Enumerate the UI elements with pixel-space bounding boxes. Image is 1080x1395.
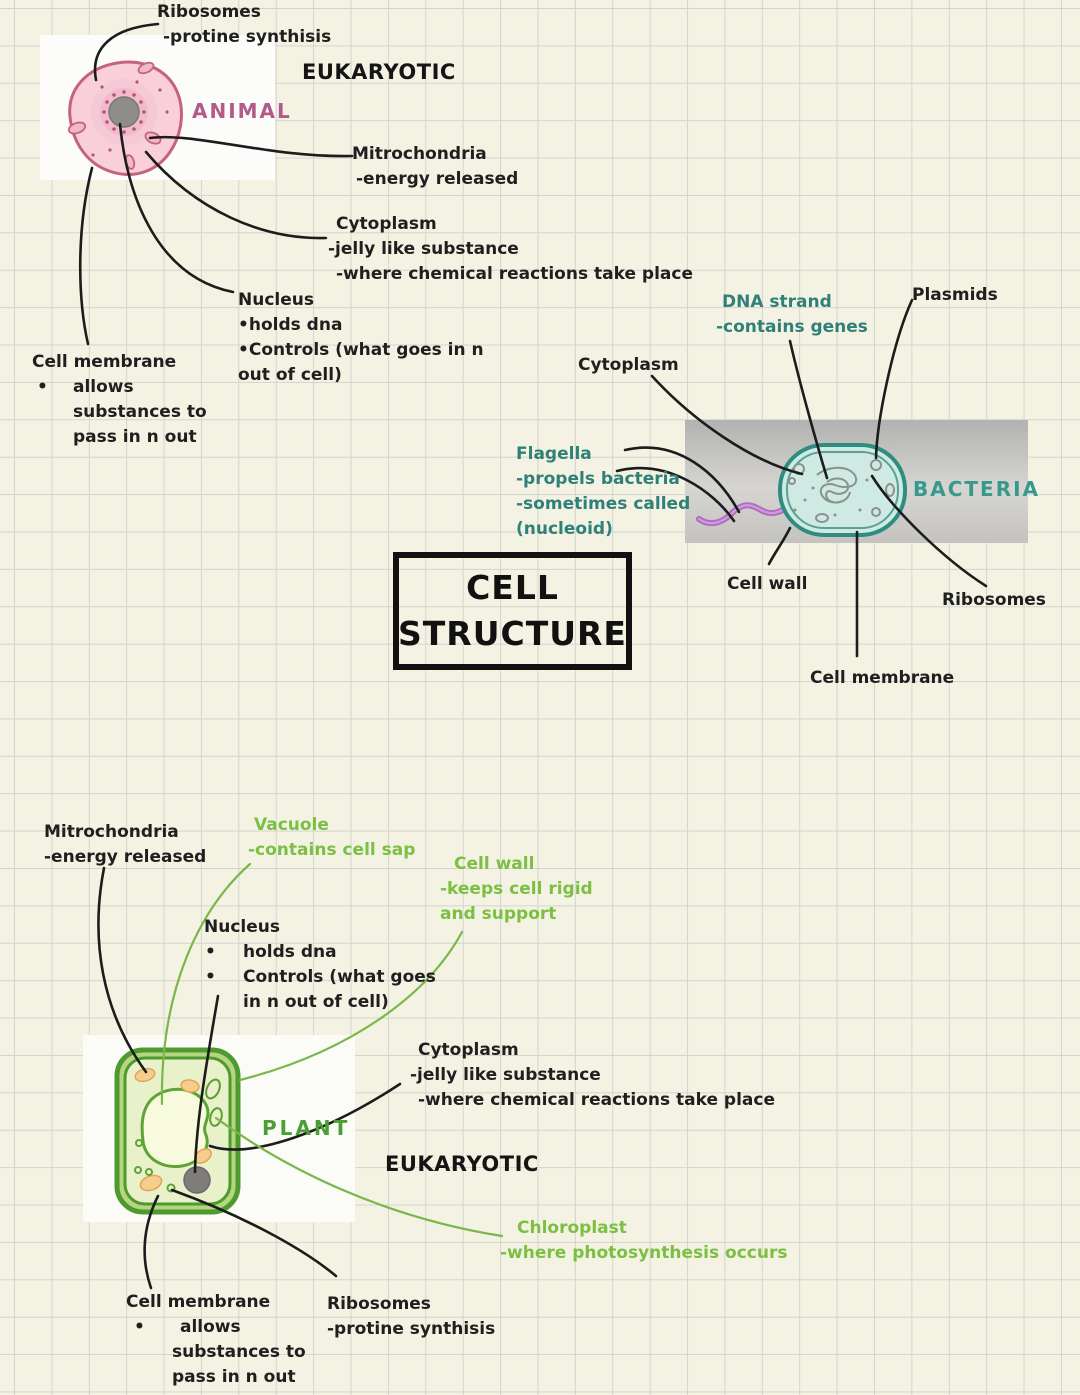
plant-caption: PLANT: [262, 1116, 351, 1140]
label-plant-chloroplast: Chloroplast -where photosynthesis occurs: [500, 1218, 788, 1263]
label-plant-cell-wall: Cell wall -keeps cell rigid and support: [440, 854, 593, 924]
label-bacteria-dna-strand: DNA strand -contains genes: [716, 292, 868, 337]
label-plant-vacuole: Vacuole -contains cell sap: [248, 815, 416, 860]
flagella-tail-highlight: [697, 501, 793, 525]
bacteria-dots: [793, 478, 869, 517]
label-animal-cell-membrane: Cell membrane • allows substances to pas…: [32, 352, 207, 447]
title-box: CELL STRUCTURE: [393, 552, 632, 670]
label-animal-ribosomes: Ribosomes -protine synthisis: [157, 2, 332, 47]
title-line-1: CELL: [466, 568, 559, 607]
label-bacteria-ribosomes: Ribosomes: [942, 590, 1046, 610]
label-bacteria-cytoplasm: Cytoplasm: [578, 355, 679, 375]
label-animal-nucleus: Nucleus •holds dna •Controls (what goes …: [238, 290, 484, 385]
label-plant-mitochondria: Mitrochondria -energy released: [44, 822, 207, 867]
bullet: •: [134, 1317, 145, 1337]
label-animal-cytoplasm: Cytoplasm -jelly like substance -where c…: [328, 214, 693, 284]
label-plant-ribosomes: Ribosomes -protine synthisis: [327, 1294, 496, 1339]
label-bacteria-flagella: Flagella -propels bacteria -sometimes ca…: [516, 444, 691, 539]
plant-nucleus: [183, 1166, 211, 1194]
animal-eukaryotic-heading: EUKARYOTIC: [302, 60, 456, 84]
animal-caption: ANIMAL: [192, 99, 292, 123]
label-bacteria-plasmids: Plasmids: [912, 285, 998, 305]
bullet: •: [37, 377, 48, 397]
label-animal-mitochondria: Mitrochondria -energy released: [352, 144, 519, 189]
label-plant-nucleus: Nucleus • holds dna • Controls (what goe…: [204, 917, 436, 1012]
label-plant-cytoplasm: Cytoplasm -jelly like substance -where c…: [410, 1040, 775, 1110]
plant-eukaryotic-heading: EUKARYOTIC: [385, 1152, 539, 1176]
line-animal-cell-membrane: [78, 166, 94, 346]
cytoplasm-dots: [91, 80, 169, 157]
label-bacteria-cell-wall: Cell wall: [727, 574, 808, 594]
label-bacteria-cell-membrane: Cell membrane: [810, 668, 955, 688]
bacteria-caption: BACTERIA: [913, 477, 1041, 501]
dna-strand-squiggle: [816, 466, 858, 504]
animal-nucleus: [108, 96, 140, 128]
bullet: •: [205, 967, 216, 987]
bullet: •: [205, 942, 216, 962]
label-plant-cell-membrane: Cell membrane • allows substances to pas…: [126, 1292, 306, 1387]
title-line-2: STRUCTURE: [398, 614, 627, 653]
